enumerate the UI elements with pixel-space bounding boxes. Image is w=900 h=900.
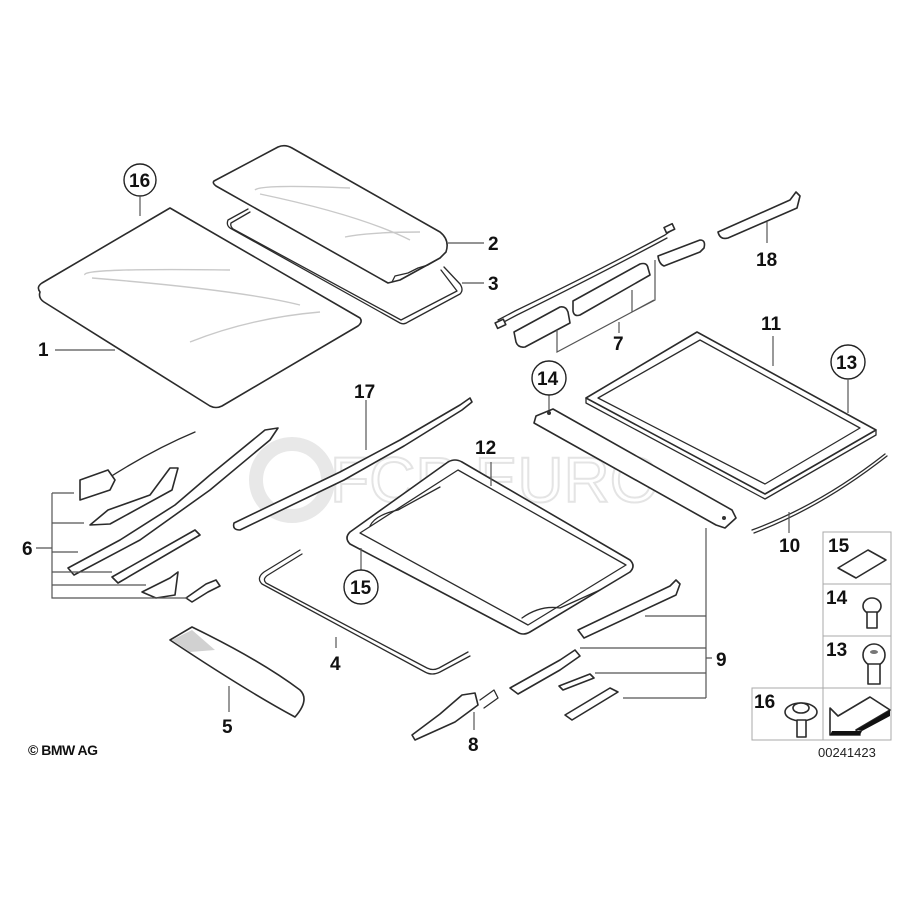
callout-6[interactable]: 6	[22, 539, 33, 560]
callout-17[interactable]: 17	[354, 382, 375, 403]
part-8-drive-unit[interactable]	[411, 689, 499, 741]
callout-circle-14	[531, 360, 567, 396]
legend-label-16: 16	[754, 692, 775, 713]
part-3-seal[interactable]	[226, 208, 463, 325]
callout-8[interactable]: 8	[468, 735, 479, 756]
callout-15[interactable]: 15	[350, 578, 372, 599]
screw-small-icon	[862, 597, 882, 629]
flange-bolt-icon	[784, 702, 818, 738]
part-2-glass-panel[interactable]	[212, 144, 448, 284]
callout-5[interactable]: 5	[222, 717, 233, 738]
callout-16[interactable]: 16	[129, 171, 150, 192]
part-1-glass-panel[interactable]	[37, 207, 362, 409]
callout-labels: 16 1 2 3 7 18 11 13 14 17 12 10 6 15 4 9…	[22, 163, 866, 756]
callout-12[interactable]: 12	[475, 438, 496, 459]
callout-1[interactable]: 1	[38, 340, 49, 361]
legend-label-14: 14	[826, 588, 848, 609]
part-12-sunroof-frame[interactable]	[346, 459, 634, 635]
legend-label-15: 15	[828, 536, 850, 557]
part-14-cross-bar[interactable]	[533, 394, 737, 529]
callout-circle-15	[343, 569, 379, 605]
part-6-mechanism-set[interactable]	[36, 427, 279, 603]
legend-label-13: 13	[826, 640, 847, 661]
copyright-notice: © BMW AG	[28, 742, 98, 758]
part-5-wind-deflector[interactable]	[169, 626, 305, 718]
callout-4[interactable]: 4	[330, 654, 341, 675]
callout-13[interactable]: 13	[836, 353, 857, 374]
screw-large-icon	[862, 643, 886, 685]
callout-11[interactable]: 11	[761, 314, 782, 335]
callout-14[interactable]: 14	[537, 369, 559, 390]
part-17-guide-rail[interactable]	[232, 397, 473, 531]
diagram-id: 00241423	[818, 745, 876, 760]
fastener-legend: 15 14 13 16	[751, 531, 892, 741]
pad-icon	[837, 549, 887, 579]
callout-7[interactable]: 7	[613, 334, 624, 355]
callout-circle-13	[830, 344, 866, 380]
part-7-guide-rail-set[interactable]	[494, 222, 706, 353]
part-4-frame-seal[interactable]	[258, 549, 471, 675]
callout-3[interactable]: 3	[488, 274, 499, 295]
part-10-cable[interactable]	[751, 453, 888, 534]
part-11-roller-blind-frame[interactable]	[585, 331, 877, 500]
callout-18[interactable]: 18	[756, 250, 777, 271]
direction-arrow-icon	[829, 696, 891, 736]
part-18-bracket[interactable]	[717, 191, 801, 243]
callout-2[interactable]: 2	[488, 234, 499, 255]
callout-9[interactable]: 9	[716, 650, 727, 671]
part-9-mechanism-set[interactable]	[509, 528, 712, 721]
callout-10[interactable]: 10	[779, 536, 800, 557]
